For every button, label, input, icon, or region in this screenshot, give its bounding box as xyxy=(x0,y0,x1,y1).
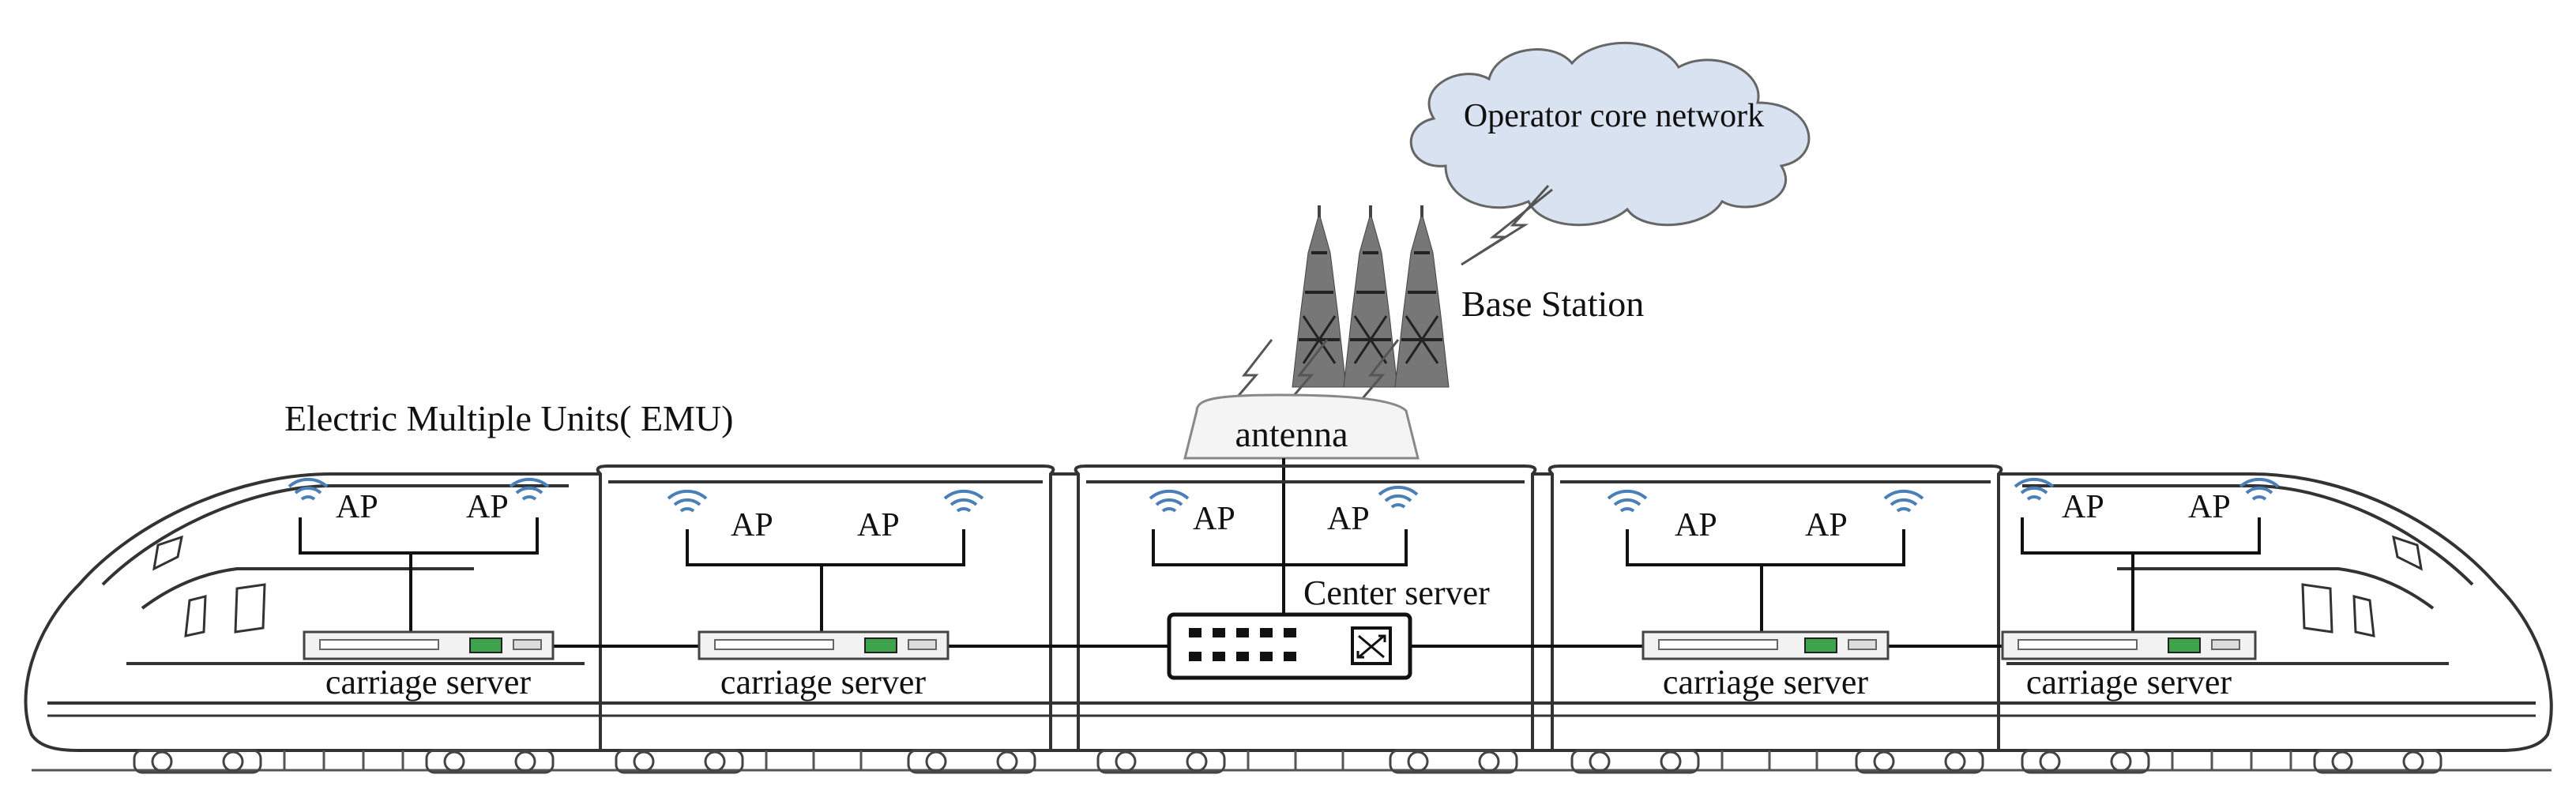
carriage-server-label: carriage server xyxy=(720,663,926,701)
ap-label: AP xyxy=(1805,507,1848,543)
ap-label: AP xyxy=(1193,501,1235,537)
base-station-label: Base Station xyxy=(1461,284,1644,324)
ap-label: AP xyxy=(1327,501,1370,537)
ap-label: AP xyxy=(2062,489,2104,525)
lightning-icon xyxy=(1461,184,1553,266)
ap-label: AP xyxy=(336,489,378,525)
lightning-icon xyxy=(1231,339,1400,404)
cloud-label: Operator core network xyxy=(1464,98,1764,134)
carriage-server-label: carriage server xyxy=(325,663,531,701)
antenna-icon: antenna xyxy=(1183,393,1420,460)
head-car-left xyxy=(24,472,585,752)
center-server-label: Center server xyxy=(1303,573,1490,612)
antenna-label: antenna xyxy=(1235,414,1348,454)
switch-icon xyxy=(1167,612,1412,680)
ap-label: AP xyxy=(1675,507,1717,543)
carriage-server-label: carriage server xyxy=(1663,663,1868,701)
ap-label: AP xyxy=(2188,489,2231,525)
head-car-right xyxy=(2006,472,2553,752)
car-4 xyxy=(1547,464,2003,752)
car-2 xyxy=(596,464,1055,752)
cloud-icon: Operator core network xyxy=(1409,41,1811,227)
diagram-title: Electric Multiple Units( EMU) xyxy=(284,398,734,438)
ap-label: AP xyxy=(731,507,773,543)
ap-label: AP xyxy=(466,489,509,525)
base-station-tower-icon xyxy=(1292,205,1450,388)
carriage-server-label: carriage server xyxy=(2026,663,2232,701)
ap-label: AP xyxy=(857,507,900,543)
wifi-icon xyxy=(288,477,2280,513)
server-icon xyxy=(303,630,2257,660)
wheel-icon xyxy=(133,749,2442,774)
